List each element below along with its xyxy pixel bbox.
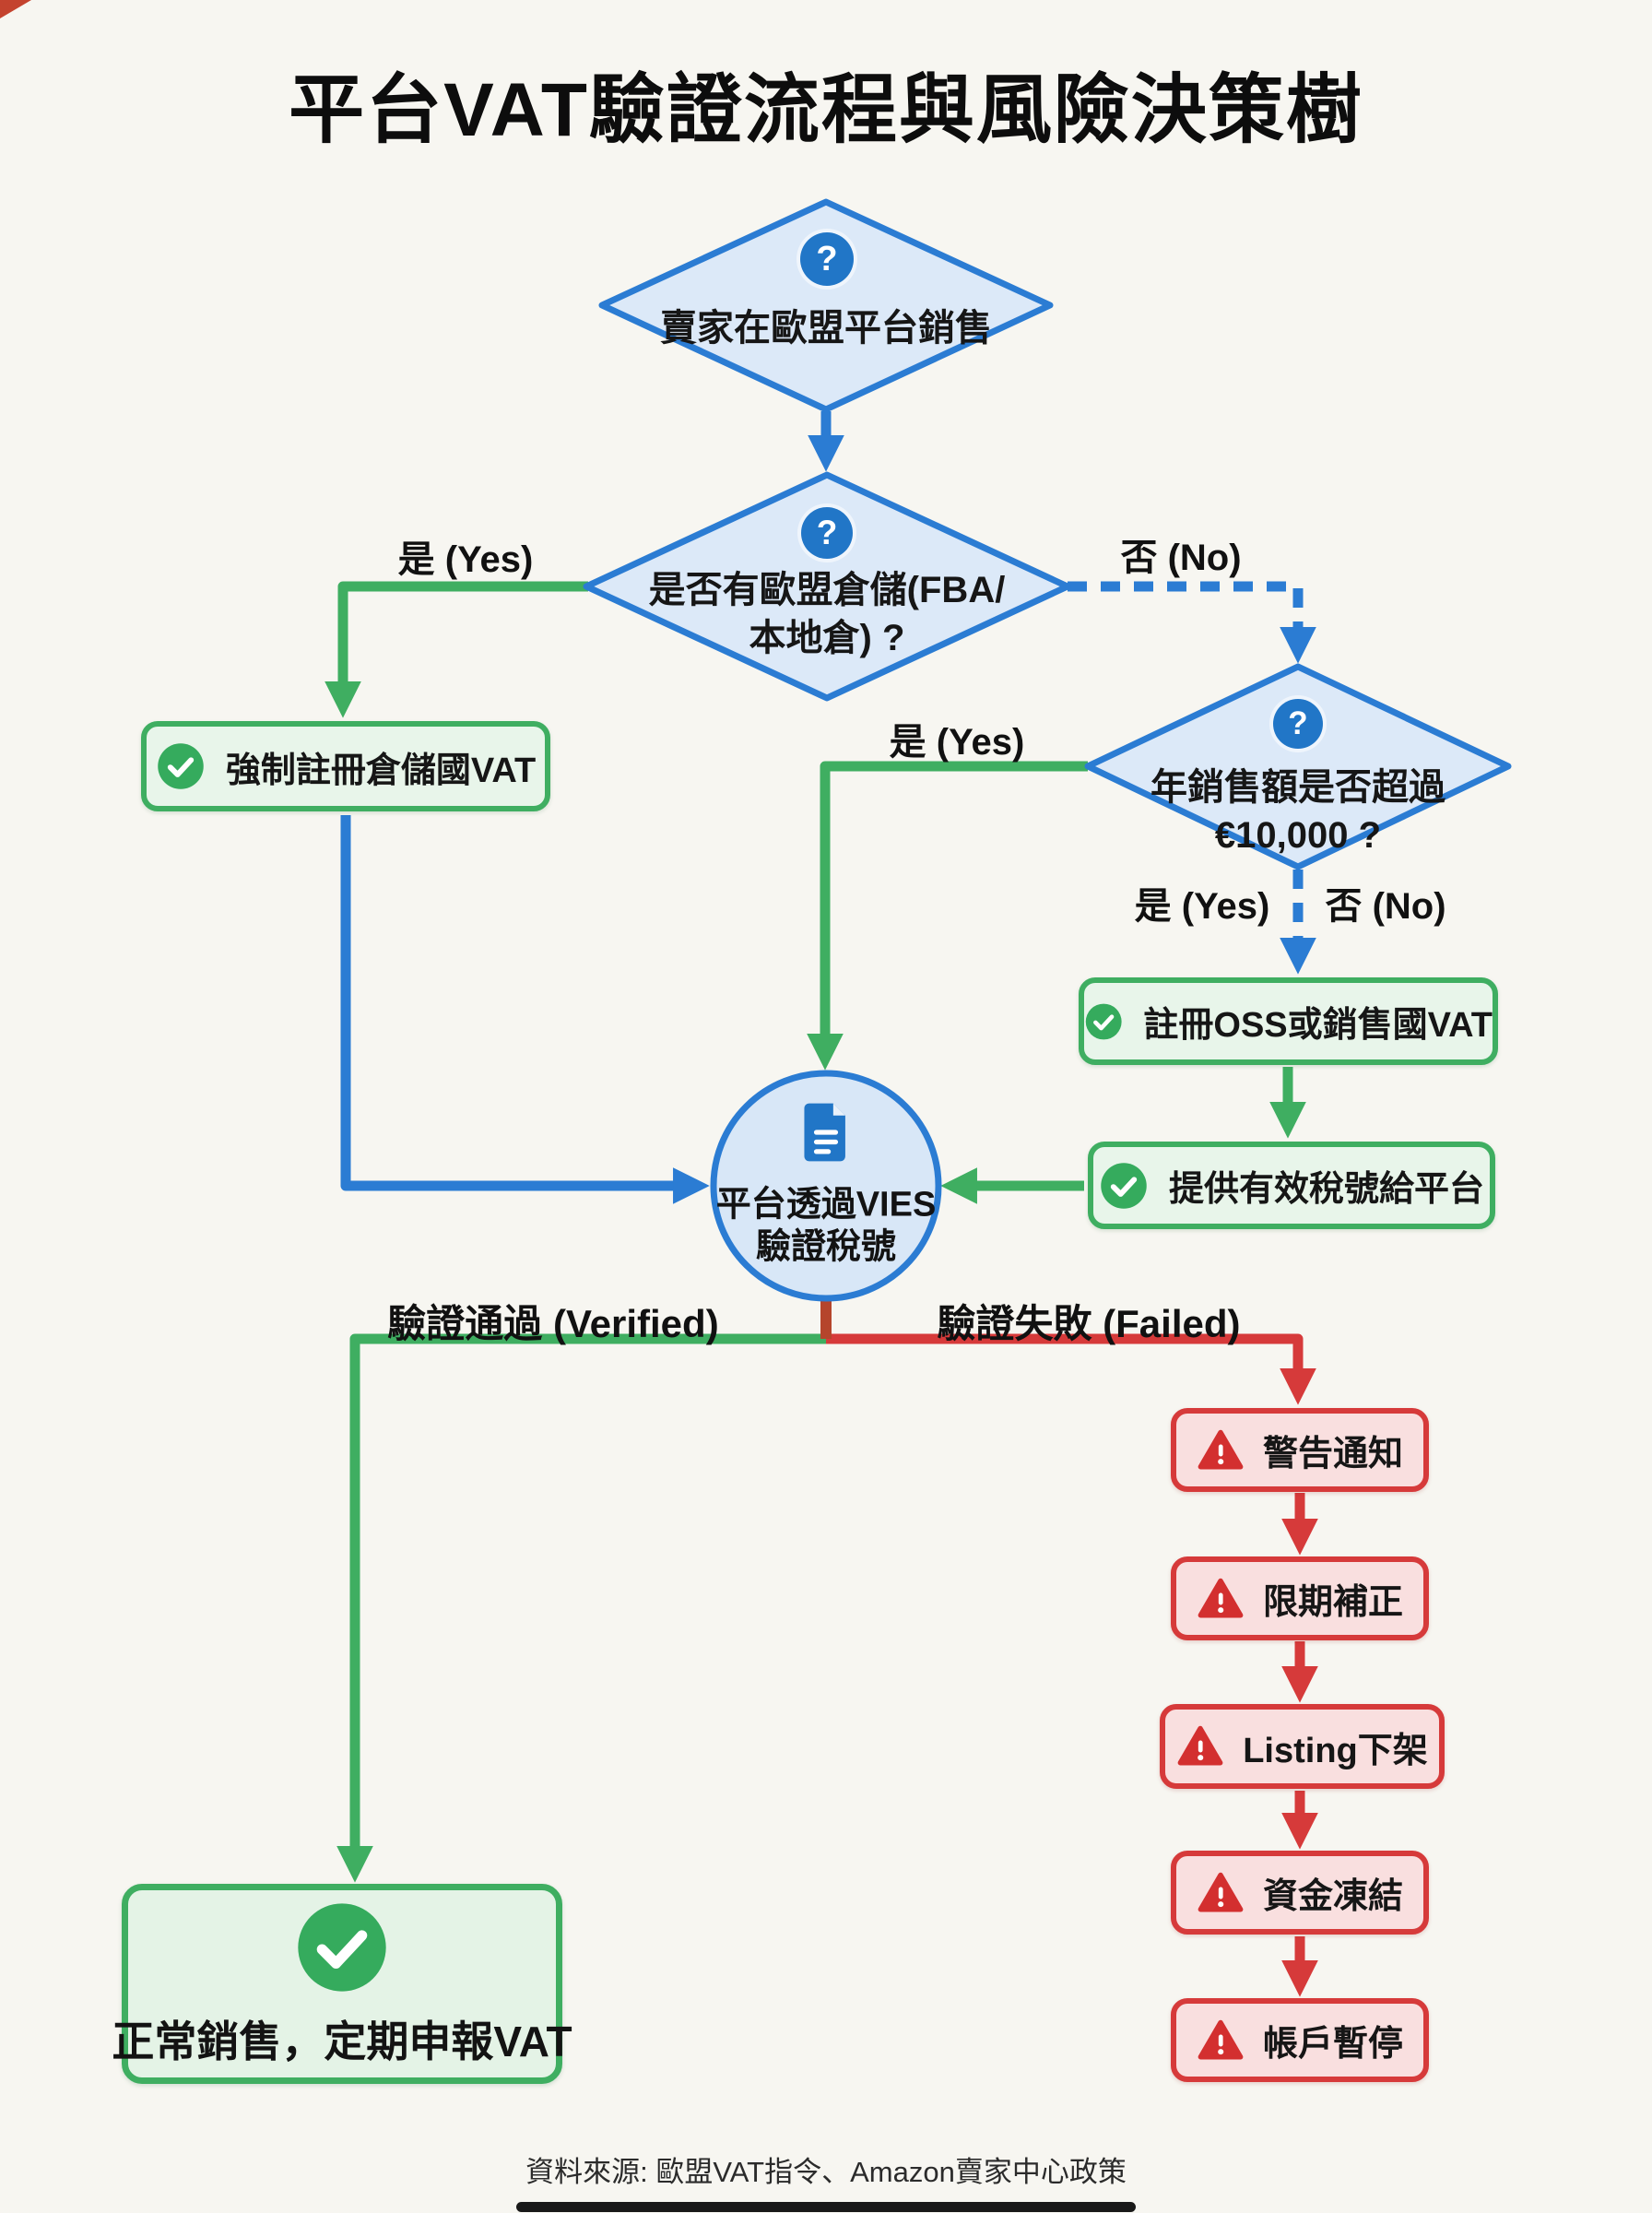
check-icon [298,1902,386,1992]
edge-label-d2-yes: 是 (Yes) [397,539,534,580]
edge-label-d2-no: 否 (No) [1120,538,1242,578]
connector-d3-yes-vies [807,761,1088,1071]
question-glyph: ? [816,514,838,551]
connector-warehouse-vat-vies [340,815,710,1204]
risk-deadline-correction: 限期補正 [1171,1556,1429,1640]
action-register-warehouse-vat: 強制註冊倉儲國VAT [141,721,550,811]
action-label: 註冊OSS或銷售國VAT [1143,1006,1493,1045]
source-note: 資料來源: 歐盟VAT指令、Amazon賣家中心政策 [525,2156,1127,2188]
check-icon [1085,1003,1122,1039]
question-glyph: ? [1288,705,1308,741]
decision-label-seller-on-eu-platform: 賣家在歐盟平台銷售 [660,308,992,349]
outcome-normal-sales: 正常銷售，定期申報VAT [112,1884,572,2084]
document-icon [804,1103,845,1162]
risk-funds-frozen: 資金凍結 [1171,1851,1429,1935]
connector-d2-no-d3 [1068,581,1316,664]
check-icon [1101,1162,1147,1209]
question-mark-icon: ? [801,507,853,559]
decision-label-line2: 本地倉) ? [749,618,905,658]
check-icon [158,743,204,789]
decision-seller-on-eu-platform [598,198,1054,413]
bottom-bar [516,2202,1136,2212]
edge-label-verified: 驗證通過 (Verified) [387,1302,719,1345]
risk-label: 資金凍結 [1262,1877,1403,1916]
page-title: 平台VAT驗證流程與風險決策樹 [289,68,1363,152]
process-label-line1: 平台透過VIES [715,1185,937,1225]
risk-label: 限期補正 [1262,1583,1403,1622]
decision-label-line2: €10,000 ? [1214,815,1382,856]
process-label-vies: 平台透過VIES 驗證稅號 [716,1184,937,1270]
connector-failed-warning [826,1333,1316,1405]
decision-label-line1: 是否有歐盟倉儲(FBA/ [648,570,1006,610]
edge-label-d3-bottom-no: 否 (No) [1325,886,1446,927]
connector-d2-yes-warehouse-vat [324,581,588,718]
warning-triangle-icon [1198,1872,1244,1911]
question-glyph: ? [816,239,838,278]
question-mark-icon: ? [1273,699,1323,749]
risk-account-suspended: 帳戶暫停 [1171,1998,1429,2082]
question-mark-icon: ? [800,232,854,286]
decision-annual-sales-threshold [1084,663,1512,870]
warning-triangle-icon [1177,1725,1223,1766]
risk-label: 帳戶暫停 [1262,2025,1403,2064]
process-label-line2: 驗證稅號 [755,1228,897,1267]
edge-label-d3-bottom-yes: 是 (Yes) [1134,886,1270,927]
warning-triangle-icon [1198,2019,1244,2059]
edge-label-d3-yes: 是 (Yes) [889,722,1025,763]
connector-verified-normal-sales [336,1333,826,1883]
risk-label: 警告通知 [1262,1435,1403,1473]
warning-triangle-icon [1198,1578,1244,1617]
risk-label: Listing下架 [1243,1731,1428,1770]
corner-mark [0,0,31,18]
decision-eu-warehouse [583,471,1071,702]
decision-label-line1: 年銷售額是否超過 [1150,767,1446,808]
decision-label-eu-warehouse: 是否有歐盟倉儲(FBA/ 本地倉) ? [649,566,1006,662]
process-vies-verification [710,1070,942,1302]
edge-label-failed: 驗證失敗 (Failed) [937,1302,1241,1345]
action-label: 提供有效稅號給平台 [1168,1170,1484,1209]
risk-listing-removal: Listing下架 [1160,1704,1445,1789]
action-label: 強制註冊倉儲國VAT [225,751,537,790]
risk-warning-notice: 警告通知 [1171,1408,1429,1492]
outcome-label: 正常銷售，定期申報VAT [112,2017,572,2065]
decision-label-annual-sales: 年銷售額是否超過 €10,000 ? [1150,763,1446,859]
action-provide-tax-id: 提供有效稅號給平台 [1088,1142,1495,1229]
warning-triangle-icon [1198,1429,1244,1469]
action-register-oss: 註冊OSS或銷售國VAT [1079,977,1498,1065]
